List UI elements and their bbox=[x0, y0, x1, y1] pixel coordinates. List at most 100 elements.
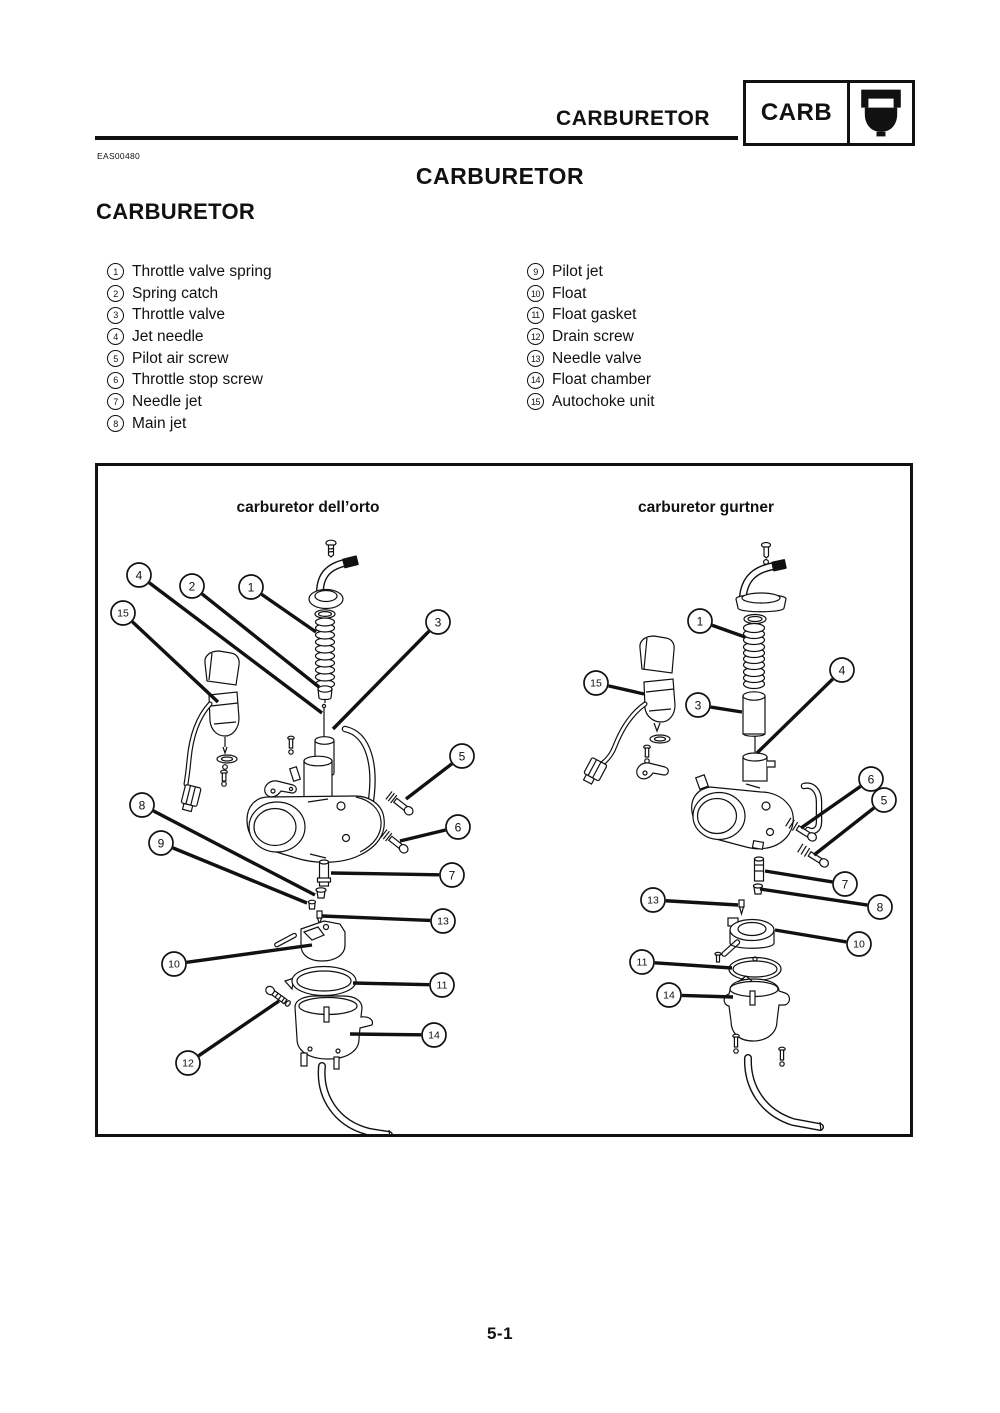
callout-leader-5 bbox=[404, 762, 453, 801]
part-number-badge: 5 bbox=[107, 350, 124, 368]
callout-leader-14 bbox=[681, 993, 734, 999]
part-label: Autochoke unit bbox=[552, 392, 655, 410]
parts-list-item: 8 Main jet bbox=[107, 413, 272, 435]
dellorto-pilot-jet bbox=[307, 899, 317, 910]
callout-leader-4 bbox=[148, 581, 324, 715]
part-label: Float chamber bbox=[552, 371, 652, 389]
dellorto-throttle-valve-spring bbox=[314, 617, 336, 689]
callout-number-14: 14 bbox=[428, 1030, 440, 1042]
callout-leader-13 bbox=[665, 899, 739, 907]
callout-leader-14 bbox=[349, 1032, 422, 1037]
callout-circle-8 bbox=[129, 792, 155, 818]
gurtner-float-gasket bbox=[728, 956, 782, 982]
part-number-badge: 8 bbox=[107, 415, 124, 433]
callout-number-1: 1 bbox=[248, 581, 255, 595]
callout-circle-9 bbox=[148, 830, 174, 856]
gurtner-autochoke-unit bbox=[582, 635, 676, 785]
callout-circle-8 bbox=[867, 894, 893, 920]
callout-circle-7 bbox=[832, 871, 858, 897]
callout-leader-9 bbox=[172, 846, 308, 905]
callout-leader-11 bbox=[654, 961, 733, 970]
chapter-title: CARBURETOR bbox=[415, 163, 585, 189]
callout-circle-5 bbox=[871, 787, 897, 813]
callout-circle-10 bbox=[161, 951, 187, 977]
callout-circle-10 bbox=[846, 931, 872, 957]
callout-number-4: 4 bbox=[136, 569, 143, 583]
callout-circle-3 bbox=[425, 609, 451, 635]
dellorto-cap bbox=[308, 588, 344, 610]
dellorto-carb-body bbox=[246, 755, 385, 863]
gurtner-overflow-pipe bbox=[800, 782, 823, 835]
callout-circle-6 bbox=[858, 766, 884, 792]
dellorto-main-jet bbox=[315, 887, 327, 899]
callout-circle-3 bbox=[685, 692, 711, 718]
callout-circle-1 bbox=[238, 574, 264, 600]
running-header-title: CARBURETOR bbox=[556, 107, 710, 130]
header-rule bbox=[95, 136, 738, 140]
part-number-badge: 2 bbox=[107, 285, 124, 303]
gurtner-pilot-air-screw bbox=[797, 843, 829, 868]
callout-leader-4 bbox=[755, 677, 835, 755]
figure-title-dellorto: carburetor dell’orto bbox=[236, 499, 380, 516]
dellorto-throttle-stop-screw bbox=[380, 829, 409, 854]
callout-circle-2 bbox=[179, 573, 205, 599]
callout-circle-13 bbox=[430, 908, 456, 934]
callout-number-6: 6 bbox=[455, 821, 462, 835]
part-number-badge: 13 bbox=[527, 350, 544, 368]
callout-circle-14 bbox=[421, 1022, 447, 1048]
callout-leader-6 bbox=[800, 784, 862, 830]
gurtner-float bbox=[714, 917, 775, 963]
gurtner-top-screw bbox=[760, 541, 772, 565]
diagram-box: carburetor dell’orto carburetor gurtner bbox=[95, 463, 913, 1137]
part-number-badge: 7 bbox=[107, 393, 124, 411]
callout-circle-14 bbox=[656, 982, 682, 1008]
gurtner-needle-valve bbox=[738, 899, 745, 917]
callout-number-4: 4 bbox=[839, 664, 846, 678]
callout-leader-12 bbox=[197, 999, 280, 1058]
callout-number-3: 3 bbox=[695, 699, 702, 713]
callout-leader-8 bbox=[152, 809, 316, 897]
callout-leader-11 bbox=[352, 981, 430, 987]
gurtner-throttle-stop-screw bbox=[785, 817, 817, 842]
part-label: Float bbox=[552, 284, 587, 302]
callout-leader-13 bbox=[321, 914, 431, 923]
gurtner-chamber-screws bbox=[732, 1033, 786, 1067]
callout-number-10: 10 bbox=[853, 939, 865, 951]
part-label: Throttle valve spring bbox=[132, 262, 272, 280]
dellorto-cable-guide bbox=[341, 725, 376, 811]
callout-circle-4 bbox=[126, 562, 152, 588]
callout-number-12: 12 bbox=[182, 1058, 194, 1070]
callout-circle-15 bbox=[583, 670, 609, 696]
figure-title-gurtner: carburetor gurtner bbox=[637, 499, 775, 516]
callout-circle-4 bbox=[829, 657, 855, 683]
part-label: Main jet bbox=[132, 414, 187, 432]
gurtner-oring bbox=[743, 613, 767, 625]
dellorto-autochoke-unit bbox=[180, 650, 297, 813]
callout-circle-6 bbox=[445, 814, 471, 840]
callout-leader-10 bbox=[186, 943, 313, 964]
callout-leader-3 bbox=[331, 629, 431, 731]
carburetor-icon bbox=[850, 83, 912, 143]
callout-number-15: 15 bbox=[590, 678, 602, 690]
callout-leader-3 bbox=[710, 705, 743, 714]
callout-number-11: 11 bbox=[437, 980, 448, 992]
part-number-badge: 3 bbox=[107, 306, 124, 324]
callout-circle-12 bbox=[175, 1050, 201, 1076]
callout-leader-1 bbox=[260, 592, 317, 634]
callout-leader-5 bbox=[812, 806, 875, 857]
part-label: Jet needle bbox=[132, 327, 204, 345]
callout-leader-1 bbox=[711, 623, 746, 639]
callout-circle-15 bbox=[110, 600, 136, 626]
